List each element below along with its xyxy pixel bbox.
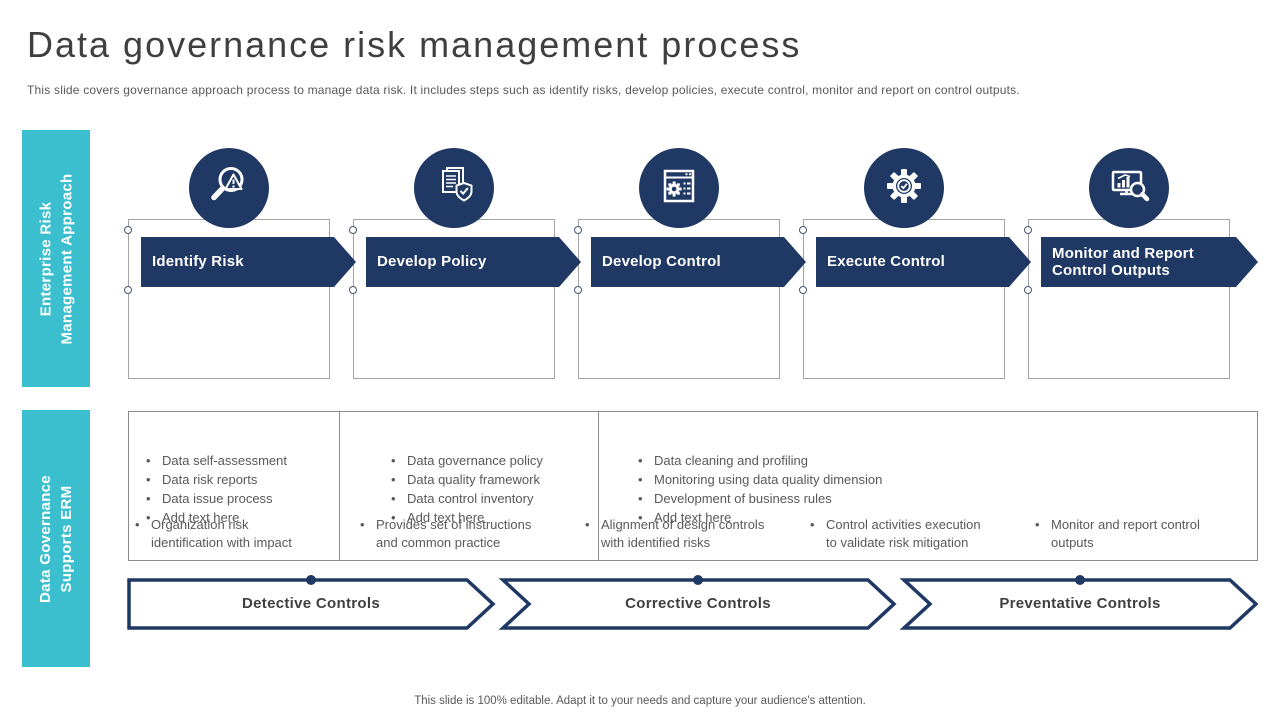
corrective-controls-label: Corrective Controls (625, 595, 771, 612)
step-bullets: Provides set of instructions and common … (356, 516, 544, 552)
step-icon-circle (414, 148, 494, 228)
step-bullet: Organization risk identification with im… (131, 516, 319, 551)
step-bullets: Monitor and report control outputs (1031, 516, 1219, 552)
step-bullet: Alignment of design controls with identi… (581, 516, 769, 551)
preventative-arrow-shape (899, 578, 1258, 630)
step-icon-circle (639, 148, 719, 228)
step-icon-circle (1089, 148, 1169, 228)
connector-node (574, 286, 582, 294)
step-title: Identify Risk (152, 253, 244, 271)
step-bullets: Alignment of design controls with identi… (581, 516, 769, 552)
step-bullets: Control activities execution to validate… (806, 516, 994, 552)
list-item: Monitoring using data quality dimension (634, 471, 994, 489)
step-title-banner: Identify Risk (141, 237, 356, 287)
list-item: Development of business rules (634, 490, 994, 508)
connector-node (1024, 286, 1032, 294)
footer-note: This slide is 100% editable. Adapt it to… (414, 695, 866, 707)
step-title: Monitor and Report Control Outputs (1052, 244, 1194, 279)
controls-arrows (127, 575, 1258, 630)
gear-check-icon (881, 163, 927, 214)
sidebar-label: Data Governance Supports ERM (37, 474, 76, 603)
arrow-dot (306, 575, 316, 585)
detective-arrow-shape (127, 578, 496, 630)
preventative-column-bullets: Data cleaning and profiling Monitoring u… (634, 452, 994, 528)
detective-controls-label: Detective Controls (242, 595, 380, 612)
list-item: Data cleaning and profiling (634, 452, 994, 470)
page-subtitle: This slide covers governance approach pr… (27, 83, 1020, 97)
list-item: Data quality framework (387, 471, 607, 489)
list-item: Data risk reports (142, 471, 332, 489)
step-bullets: Organization risk identification with im… (131, 516, 319, 552)
magnifier-alert-icon (206, 163, 252, 214)
connector-node (1024, 226, 1032, 234)
list-item: Data governance policy (387, 452, 607, 470)
arrow-dot (1075, 575, 1085, 585)
step-bullet: Monitor and report control outputs (1031, 516, 1219, 551)
step-title-banner: Monitor and Report Control Outputs (1041, 237, 1258, 287)
step-title: Develop Policy (377, 253, 487, 271)
sidebar-data-governance: Data Governance Supports ERM (22, 410, 90, 667)
sidebar-enterprise-risk: Enterprise Risk Management Approach (22, 130, 90, 387)
step-icon-circle (864, 148, 944, 228)
step-title: Execute Control (827, 253, 946, 271)
sidebar-label: Enterprise Risk Management Approach (37, 172, 76, 345)
column-divider (339, 412, 340, 560)
step-bullet: Control activities execution to validate… (806, 516, 994, 551)
window-gear-icon (656, 163, 702, 214)
list-item: Data control inventory (387, 490, 607, 508)
step-title-banner: Execute Control (816, 237, 1031, 287)
step-title-banner: Develop Policy (366, 237, 581, 287)
preventative-controls-label: Preventative Controls (999, 595, 1161, 612)
step-icon-circle (189, 148, 269, 228)
arrow-dot (693, 575, 703, 585)
page-title: Data governance risk management process (27, 24, 802, 65)
monitor-magnifier-icon (1106, 163, 1152, 214)
step-bullet: Provides set of instructions and common … (356, 516, 544, 551)
step-title: Develop Control (602, 253, 721, 271)
list-item: Data issue process (142, 490, 332, 508)
connector-node (799, 226, 807, 234)
connector-node (124, 286, 132, 294)
connector-node (124, 226, 132, 234)
connector-node (349, 226, 357, 234)
step-title-banner: Develop Control (591, 237, 806, 287)
list-item: Data self-assessment (142, 452, 332, 470)
connector-node (574, 226, 582, 234)
corrective-column-bullets: Data governance policy Data quality fram… (387, 452, 607, 528)
connector-node (799, 286, 807, 294)
connector-node (349, 286, 357, 294)
document-shield-icon (431, 163, 477, 214)
corrective-arrow-shape (498, 578, 897, 630)
